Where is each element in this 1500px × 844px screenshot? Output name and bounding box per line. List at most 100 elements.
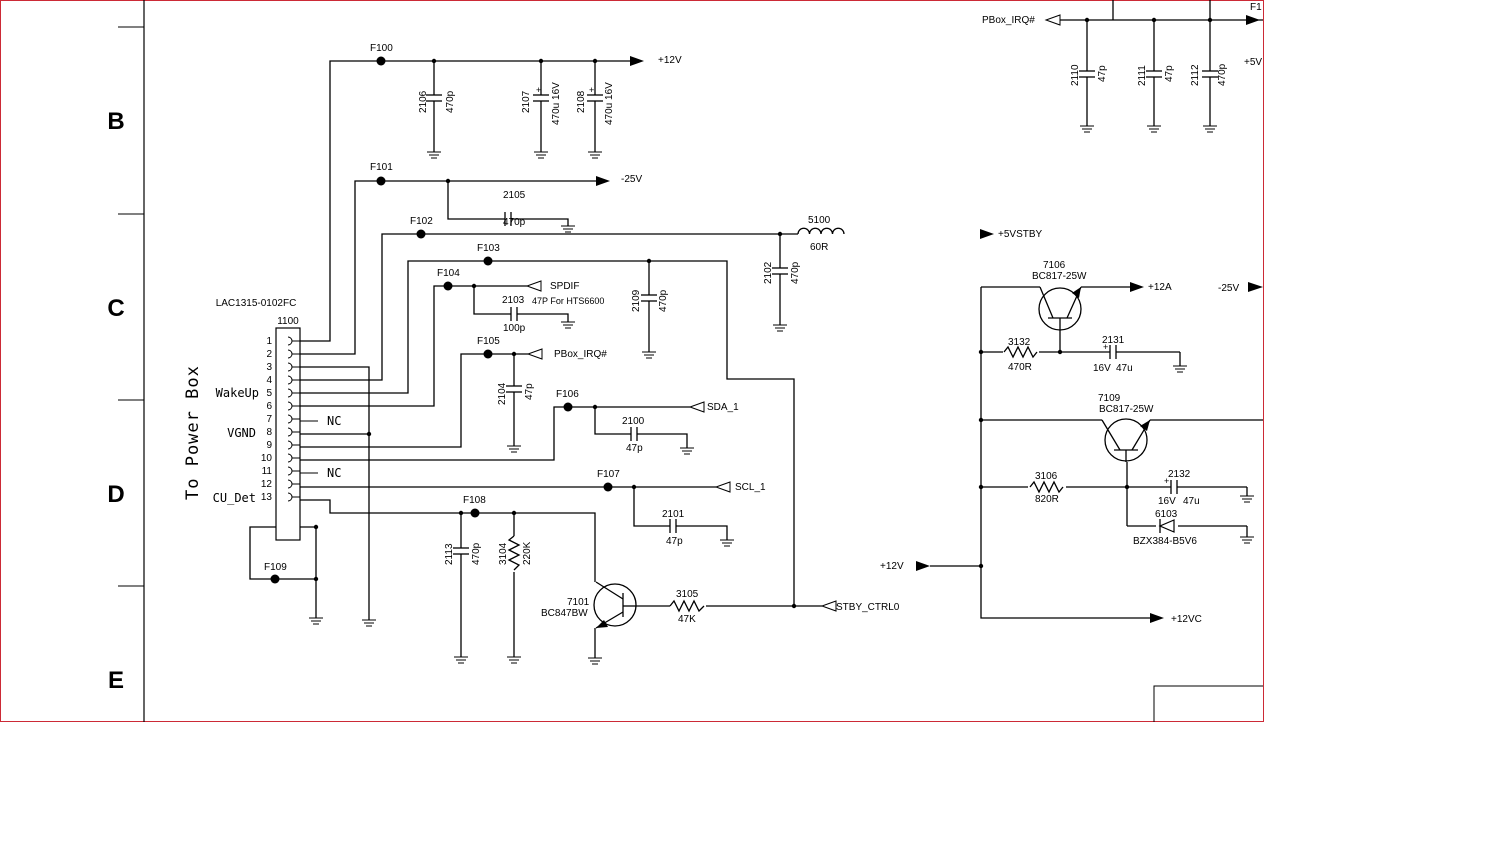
- junction-dot: [538, 58, 544, 64]
- junction-dot: [471, 283, 477, 289]
- label-2110-ref: 2110: [1070, 64, 1081, 86]
- label-7109-value: BC817-25W: [1099, 404, 1154, 415]
- connector-pin-contact: [287, 362, 293, 372]
- connector-pin-number: 8: [266, 427, 272, 438]
- junction-dot: [646, 258, 652, 264]
- connector-1100: 1100 LAC1315-0102FC To Power Box 1234567…: [183, 298, 341, 541]
- resistor-3105: [669, 599, 705, 613]
- junction-dot: [313, 524, 319, 530]
- label-2108-ref: 2108: [576, 90, 587, 113]
- tp-f100: F100: [370, 43, 393, 54]
- sheet-frame: B C D E: [0, 0, 1264, 722]
- connector-pin-number: 4: [266, 375, 272, 386]
- junction-dot: [631, 484, 637, 490]
- test-point-dot: [483, 349, 493, 359]
- connector-pin-number: 7: [266, 414, 272, 425]
- label-2106-value: 470p: [445, 90, 456, 113]
- ground-icon: [362, 619, 376, 627]
- junction-dot: [366, 431, 372, 437]
- label-3105-ref: 3105: [676, 589, 699, 600]
- transistor-7109: [1101, 418, 1151, 462]
- ground-icon: [773, 324, 787, 332]
- label-7106-value: BC817-25W: [1032, 271, 1087, 282]
- connector-side-label: To Power Box: [183, 365, 203, 500]
- test-point-dot: [443, 281, 453, 291]
- net-ports: [525, 14, 1263, 623]
- junction-dot: [978, 349, 984, 355]
- tp-f106: F106: [556, 389, 579, 400]
- label-6103-ref: 6103: [1155, 509, 1178, 520]
- label-2106-ref: 2106: [418, 90, 429, 113]
- label-3104-ref: 3104: [498, 542, 509, 565]
- ground-icon: [1173, 365, 1187, 373]
- ground-icon: [507, 445, 521, 453]
- label-2109-ref: 2109: [631, 289, 642, 312]
- connector-pin-number: 12: [261, 479, 273, 490]
- ground-icon: [588, 657, 602, 665]
- label-2107-ref: 2107: [521, 90, 532, 113]
- label-2100-value: 47p: [626, 443, 643, 454]
- test-point-dot: [416, 229, 426, 239]
- junction-dot: [978, 417, 984, 423]
- label-3105-value: 47K: [678, 614, 696, 625]
- net-labels: +12V -25V +5VSTBY SPDIF PBox_IRQ# SDA_1 …: [550, 2, 1262, 625]
- test-point-dot: [376, 56, 386, 66]
- connector-pin-number: 11: [262, 466, 273, 477]
- ground-icon: [680, 447, 694, 455]
- test-point-dot: [483, 256, 493, 266]
- label-2107-value: 470u 16V: [551, 82, 562, 125]
- test-point-dot: [270, 574, 280, 584]
- label-2131-ref: 2131: [1102, 335, 1125, 346]
- junction-dot: [791, 603, 797, 609]
- connector-pin-number: 13: [261, 492, 273, 503]
- label-2105-value: 470p: [503, 217, 526, 228]
- label-7109-ref: 7109: [1098, 393, 1121, 404]
- tp-f109: F109: [264, 562, 287, 573]
- connector-pin-number: 10: [261, 453, 273, 464]
- label-5100-ref: 5100: [808, 215, 831, 226]
- junction-dot: [1057, 349, 1063, 355]
- diode-6103: [1158, 519, 1175, 533]
- ground-icon: [642, 351, 656, 359]
- ground-icon: [561, 225, 575, 233]
- label-7101-ref: 7101: [567, 597, 590, 608]
- inductor-5100: [797, 227, 845, 235]
- label-2103-ref: 2103: [502, 295, 525, 306]
- label-2111-ref: 2111: [1137, 65, 1148, 86]
- label-2105-ref: 2105: [503, 190, 526, 201]
- label-3132-ref: 3132: [1008, 337, 1031, 348]
- title-block-corner: [1153, 685, 1263, 722]
- ground-icon: [720, 539, 734, 547]
- ground-icon: [561, 321, 575, 329]
- connector-pin-contact: [287, 427, 293, 437]
- test-point-dot: [563, 402, 573, 412]
- junction-dot: [592, 404, 598, 410]
- ground-icon: [507, 656, 521, 664]
- net-minus25v: -25V: [621, 174, 642, 185]
- junction-dot: [1151, 17, 1157, 23]
- connector-pin-contact: [287, 336, 293, 346]
- passive-symbols: [500, 226, 1178, 614]
- connector-pin-contact: [287, 440, 293, 450]
- transistor-7106: [1038, 286, 1082, 331]
- junction-dot: [978, 484, 984, 490]
- ground-icon: [427, 151, 441, 159]
- label-2104-value: 47p: [524, 383, 535, 400]
- net-minus25v-right: -25V: [1218, 283, 1239, 294]
- ground-icon: [1203, 125, 1217, 133]
- connector-pin-contact: [287, 401, 293, 411]
- junction-dot: [458, 510, 464, 516]
- tp-f105: F105: [477, 336, 500, 347]
- ground-icon: [534, 151, 548, 159]
- pin-label-wakeup: WakeUp: [216, 386, 259, 400]
- label-2104-ref: 2104: [497, 382, 508, 405]
- connector-pin-contact: [287, 414, 293, 424]
- connector-pin-number: 3: [266, 362, 272, 373]
- net-plus5vstby: +5VSTBY: [998, 229, 1043, 240]
- connector-part: LAC1315-0102FC: [216, 298, 297, 309]
- label-2112-value: 470p: [1217, 63, 1228, 86]
- ground-icon: [1080, 125, 1094, 133]
- label-7101-value: BC847BW: [541, 608, 588, 619]
- junction-dot: [978, 563, 984, 569]
